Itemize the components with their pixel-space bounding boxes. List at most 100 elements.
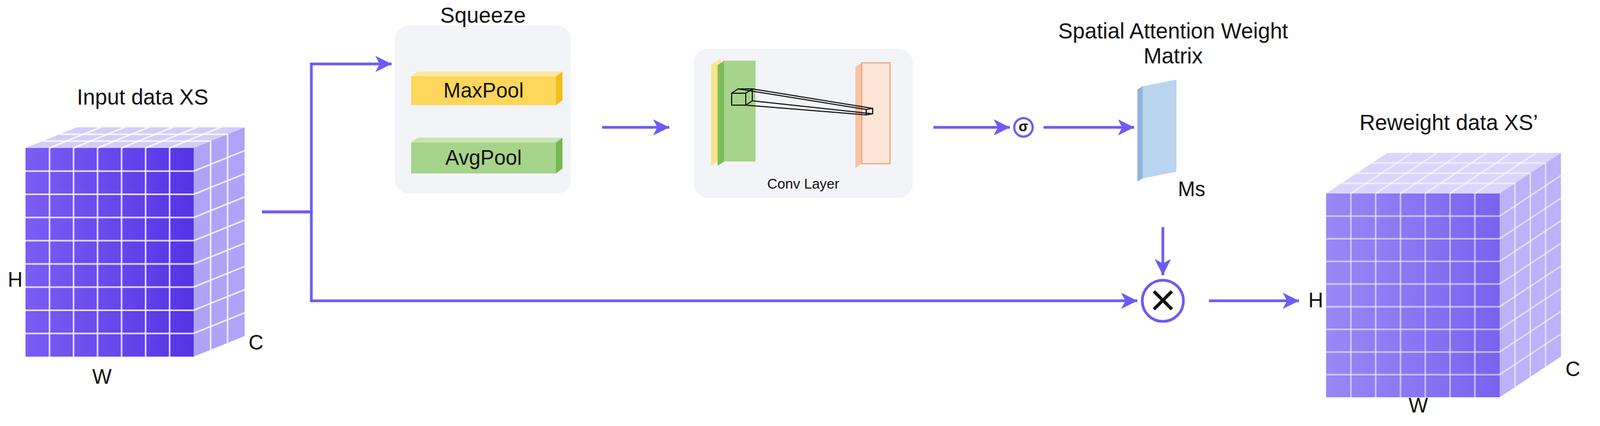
node-label: Spatial Attention Weight Matrix [1045, 18, 1301, 69]
cube-grid-line [1326, 260, 1500, 263]
cube-grid-line [25, 170, 194, 172]
axis-label: W [92, 365, 112, 390]
pool-front [411, 76, 556, 106]
cube-grid-line [209, 141, 212, 350]
panel-ground [693, 48, 913, 198]
node-label: Reweight data XS’ [1359, 110, 1538, 136]
cube-grid-line [193, 266, 245, 288]
node-label: Input data XS [77, 84, 209, 110]
reweight-cube: Reweight data XS’HWC [1326, 152, 1561, 398]
cube-grid-line [1449, 193, 1451, 398]
cube-grid-line [25, 216, 194, 219]
cube-grid-line [1326, 351, 1500, 354]
cube-grid-line [120, 148, 123, 357]
cube-grid-line [42, 140, 211, 143]
node-label: Conv Layer [767, 176, 840, 193]
pool-block [411, 137, 563, 174]
cube-grid-line [25, 193, 194, 196]
flow-arrow [933, 126, 1010, 130]
cube-grid-line [1326, 283, 1500, 286]
cube-grid-line [1326, 305, 1500, 308]
flow-arrow [1043, 126, 1135, 130]
node-label: AvgPool [445, 146, 522, 171]
cube-grid-line [193, 196, 245, 218]
pool-side [555, 137, 563, 174]
axis-label: Ms [1178, 177, 1206, 202]
sigmoid-circle: σ [1013, 117, 1034, 138]
kernel-ray [752, 88, 873, 109]
weight-slab-side [1137, 86, 1143, 182]
cube-grid-line [1326, 374, 1500, 376]
reweight-cube-shape [1326, 152, 1561, 398]
node-label: MaxPool [443, 79, 524, 104]
cube-grid-line [25, 240, 194, 242]
output-slab [861, 62, 891, 164]
cube-grid-line [1326, 328, 1500, 331]
axis-label: W [1408, 394, 1429, 419]
cube-grid-line [1544, 163, 1547, 368]
attention-weight-slab: Spatial Attention Weight MatrixMs [1137, 79, 1184, 179]
cube-grid-line [25, 286, 194, 288]
output-slab-side [855, 62, 862, 169]
cube-grid-line [1399, 193, 1402, 398]
kernel-face [731, 93, 746, 106]
cube-grid-line [168, 148, 171, 357]
axis-label: C [248, 331, 264, 356]
cube-grid-line [25, 333, 194, 335]
pool-front [411, 142, 556, 174]
node-label: Squeeze [440, 2, 527, 28]
attention-weight-slab-shape [1137, 79, 1184, 179]
cube-grid-line [1372, 162, 1546, 164]
feature-slab-green [724, 60, 756, 162]
cube-grid-line [226, 134, 229, 344]
cube-grid-line [96, 148, 99, 357]
flow-arrow [602, 126, 670, 130]
avgpool-block: AvgPool [411, 142, 556, 174]
axis-label: C [1565, 357, 1580, 382]
sigmoid-ring [1014, 118, 1033, 137]
flow-arrow [1208, 299, 1299, 303]
axis-label: H [7, 268, 23, 293]
multiply-circle: × [1140, 278, 1186, 324]
maxpool-block: MaxPool [411, 76, 556, 106]
cube-grid-line [193, 289, 245, 311]
cube-grid-line [1357, 172, 1531, 175]
cube-grid-line [1529, 173, 1532, 378]
pool-top [411, 71, 563, 77]
cube-grid-line [193, 150, 245, 172]
panel-ground [394, 25, 572, 194]
cube-grid-line [1326, 215, 1500, 217]
feature-slab-green-side [717, 60, 725, 166]
cube-grid-line [1474, 193, 1476, 398]
pool-top [411, 137, 563, 143]
conv-panel-shape [693, 48, 913, 198]
conv-illustration [711, 58, 891, 169]
pool-side [555, 71, 563, 106]
cube-side-face [193, 127, 245, 357]
cube-grid-line [25, 263, 194, 265]
kernel-end [866, 108, 873, 115]
cube-grid-line [72, 148, 75, 357]
cube-grid-line [25, 309, 194, 312]
cube-grid-line [193, 243, 245, 265]
cube-grid-line [193, 312, 245, 334]
input-cube: Input data XSHWC [25, 127, 245, 357]
cube-grid-line [1349, 193, 1352, 398]
cube-grid-line [59, 133, 228, 136]
flow-arrow [261, 64, 392, 213]
cube-grid-line [73, 127, 125, 149]
cube-grid-line [144, 148, 147, 357]
cube-grid-line [1326, 238, 1500, 240]
cube-grid-line [1341, 182, 1515, 185]
cube-grid-line [169, 127, 221, 149]
squeeze-panel: MaxPoolAvgPoolSqueeze [394, 25, 572, 194]
cube-grid-line [193, 174, 245, 195]
weight-slab-face [1142, 79, 1177, 179]
cube-grid-line [97, 127, 149, 149]
pool-block [411, 71, 563, 106]
cube-grid-line [193, 220, 245, 241]
conv-panel: Conv Layer [693, 48, 913, 198]
cube-grid-line [49, 127, 101, 149]
